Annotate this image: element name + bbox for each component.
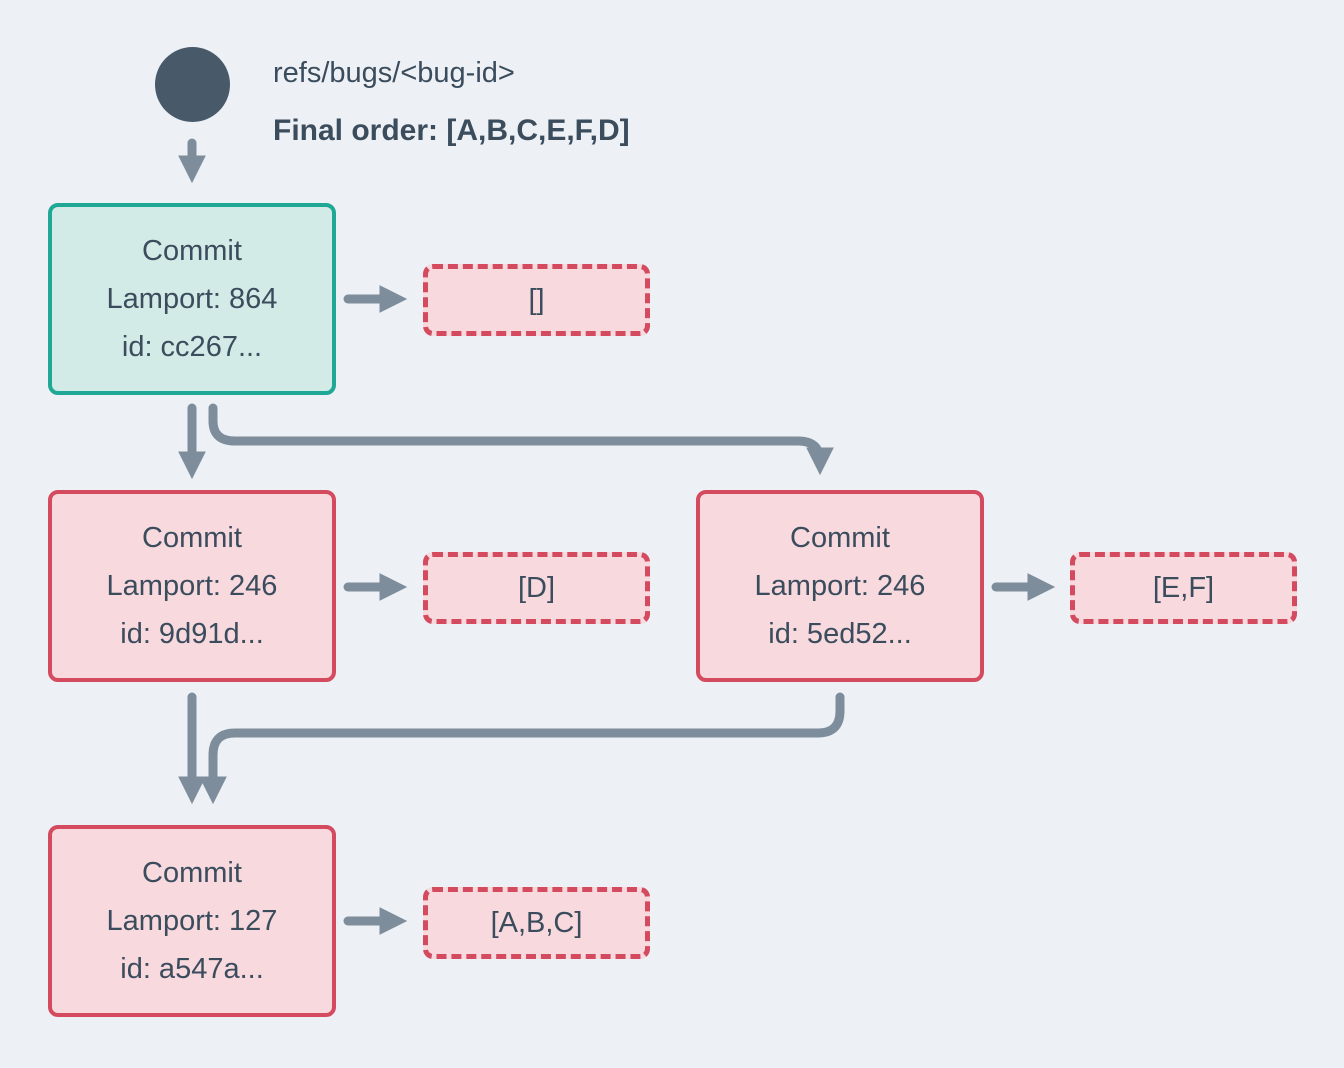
commit-node-merge: Commit Lamport: 127 id: a547a... (48, 825, 336, 1017)
payload-box-root: [] (423, 264, 650, 336)
commit-node-root: Commit Lamport: 864 id: cc267... (48, 203, 336, 395)
commit-id: id: 9d91d... (120, 618, 264, 650)
commit-id: id: a547a... (120, 953, 264, 985)
commit-id: id: cc267... (121, 331, 263, 363)
commit-title: Commit (142, 235, 242, 267)
commit-title: Commit (790, 522, 890, 554)
payload-value: [A,B,C] (490, 906, 583, 939)
commit-title: Commit (142, 522, 242, 554)
commit-title: Commit (142, 857, 242, 889)
ref-head-circle (155, 47, 230, 122)
payload-value: [] (528, 283, 545, 316)
payload-value: [E,F] (1152, 571, 1215, 604)
ref-name-label: refs/bugs/<bug-id> (273, 57, 515, 89)
commit-id: id: 5ed52... (768, 618, 912, 650)
payload-box-left: [D] (423, 552, 650, 624)
payload-value: [D] (517, 571, 556, 604)
payload-box-right: [E,F] (1070, 552, 1297, 624)
commit-node-right: Commit Lamport: 246 id: 5ed52... (696, 490, 984, 682)
arrow-right-to-merge (199, 692, 845, 805)
final-order-label: Final order: [A,B,C,E,F,D] (273, 114, 630, 147)
commit-lamport: Lamport: 246 (754, 570, 926, 602)
commit-lamport: Lamport: 246 (106, 570, 278, 602)
commit-lamport: Lamport: 127 (106, 905, 278, 937)
commit-node-left: Commit Lamport: 246 id: 9d91d... (48, 490, 336, 682)
payload-box-merge: [A,B,C] (423, 887, 650, 959)
arrow-root-to-right (208, 403, 834, 476)
commit-lamport: Lamport: 864 (106, 283, 278, 315)
